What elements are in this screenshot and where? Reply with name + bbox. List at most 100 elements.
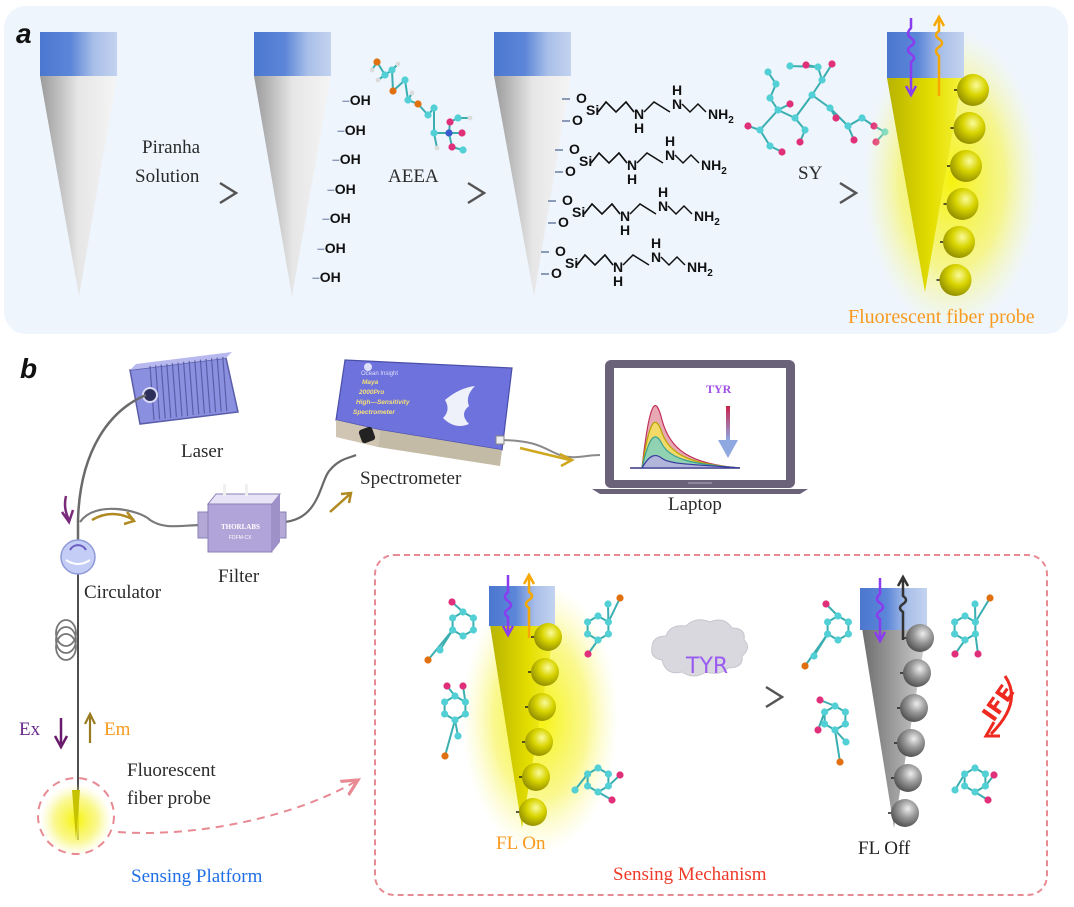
fiber-cone [494,76,571,296]
arrow-aeea [368,181,487,205]
circulator-label: Circulator [84,582,162,603]
tyrosine-molecules-on [424,594,624,804]
spectrometer-brand: Ocean Insight [361,371,399,377]
bead [943,226,975,258]
decrease-arrow-icon [726,406,730,440]
excitation-direction-arrow [63,495,71,521]
fluorescent-fiber-probe [864,14,1040,330]
bare-fiber-tip [40,32,117,296]
bead [525,728,553,756]
fiber-cone [887,78,962,292]
fiber-cap [887,32,964,78]
hydroxyl-group: –OH [312,269,341,285]
bead [906,624,934,652]
laptop-device [592,360,808,494]
laser-device [129,352,239,425]
step2-label: AEEA [388,166,439,187]
emission-wave-icon [934,20,944,96]
bead [522,763,550,791]
step3-label: SY [798,163,823,184]
fl-on-bead-column [516,623,562,826]
fiber-cone [254,76,331,296]
em-arrow-icon [84,711,96,743]
bead [891,799,919,827]
silanized-fiber-tip [494,32,571,296]
hydroxyl-group: –OH [332,151,361,167]
excitation-wave-icon [906,18,916,92]
hydroxyl-group: –OH [322,210,351,226]
fiber-cap [254,32,331,76]
bead [519,798,547,826]
bead [528,693,556,721]
aeea-molecule [369,58,473,154]
fiber-cone [40,76,117,296]
step1-label-line1: Piranha [142,137,201,158]
ex-label: Ex [19,719,41,740]
fiber-cap [494,32,571,76]
bead [903,659,931,687]
spectrometer-label: Spectrometer [360,468,462,489]
bead [897,729,925,757]
filter-model: FDFM-CX [229,535,252,541]
panel-a-letter: a [16,18,32,49]
fl-on-label: FL On [496,833,546,854]
fl-off-fiber [860,574,934,828]
spectrometer-device [335,359,513,466]
sensing-mechanism-label: Sensing Mechanism [613,864,767,885]
fl-off-bead-column [888,624,934,827]
filter-device [197,484,287,553]
sy-bead-column [936,74,989,296]
sy-dye-molecule [744,60,889,156]
bead [531,658,559,686]
probe-label-line1: Fluorescent [127,760,216,781]
laptop-tyr-label: TYR [706,382,732,396]
sensing-mechanism-box [374,554,1048,896]
sensing-platform-label: Sensing Platform [131,866,263,887]
fiber-coil-icon [55,619,77,661]
hydroxylated-fiber-tip [254,32,331,296]
circulator-device [60,539,96,575]
bead [957,74,989,106]
laser-fiber [76,393,147,545]
spectrometer-model-line: High—Sensitivity [356,399,410,406]
filter-brand: THORLABS [221,523,260,531]
laser-label: Laser [181,441,224,462]
circulator-to-filter-fiber [79,507,206,528]
bead [946,188,979,220]
laptop-label: Laptop [668,494,722,515]
probe-glow [37,777,115,856]
product-label: Fluorescent fiber probe [848,306,1035,328]
bead [534,623,562,651]
bead [900,694,928,722]
dopaquinone-molecules-off [801,594,998,804]
to-laptop-arrow [519,446,571,462]
em-label: Em [104,719,131,740]
probe-label-line2: fiber probe [127,788,211,809]
spectra-plot [630,405,741,469]
tyr-cloud [651,619,748,677]
hydroxyl-group: –OH [317,239,346,256]
bead [950,150,982,182]
ex-arrow-icon [53,718,69,750]
filter-to-spectrometer-fiber [282,453,357,524]
hydroxyl-group: –OH [327,180,356,197]
spectrometer-model-line: Maya [362,379,379,386]
step1-label-line2: Solution [135,166,200,187]
fl-off-label: FL Off [858,838,911,859]
spectrometer-model-line: 2000Pro [359,389,385,396]
tyr-reaction-arrow [630,685,785,709]
zoom-callout-arrow [117,780,358,834]
panel-b-letter: b [20,353,38,384]
spectrometer-model-line: Spectrometer [353,409,395,416]
bead [939,264,972,296]
fiber-cap [40,32,117,76]
filter-label: Filter [218,566,260,587]
hydroxyl-group: –OH [337,121,366,138]
mechanism-tyr-label: TYR [686,654,729,679]
hydroxyl-group: –OH [342,92,371,108]
arrow-sy [756,181,859,205]
to-spectrometer-arrow [329,493,351,513]
bead [953,112,986,144]
bead [894,764,922,792]
